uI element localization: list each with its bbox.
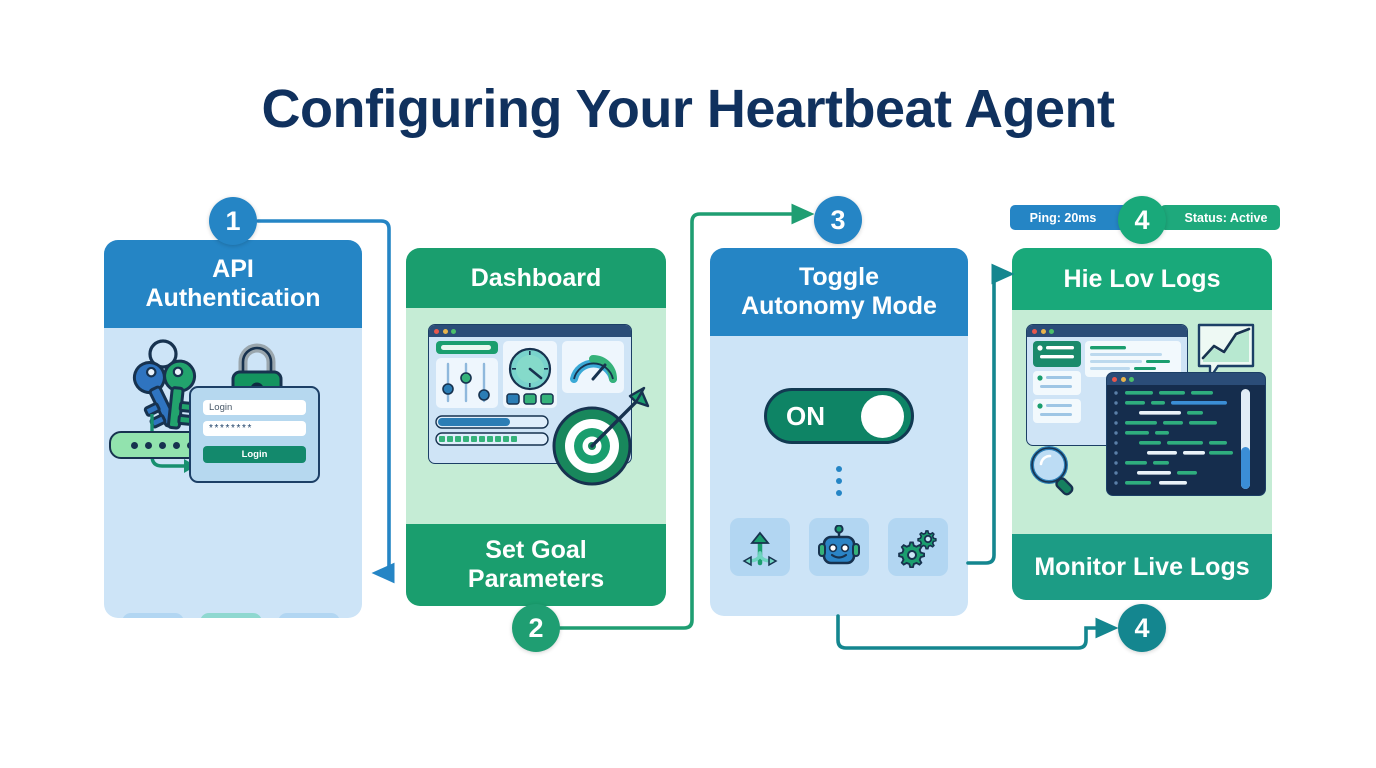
toggle-knob[interactable] xyxy=(861,394,904,438)
step-circle-2[interactable]: 2 xyxy=(512,604,560,652)
badge-ping: Ping: 20ms xyxy=(1010,205,1132,230)
step-circle-4-top[interactable]: 4 xyxy=(1118,196,1166,244)
code-terminal-window xyxy=(1106,372,1266,496)
code-lines xyxy=(1114,389,1250,489)
pw-dot xyxy=(172,441,180,449)
branching-arrow-icon xyxy=(742,531,778,567)
window-dot-red xyxy=(434,328,439,334)
card-toggle-autonomy-mode[interactable]: Toggle Autonomy Mode ON xyxy=(710,248,968,616)
tile-branching[interactable] xyxy=(730,518,790,576)
dot xyxy=(836,490,842,496)
card4-header: Hie Lov Logs xyxy=(1012,248,1272,310)
pw-dot xyxy=(144,441,152,449)
autonomy-toggle-switch[interactable]: ON xyxy=(764,388,914,444)
card1-illustration: Login ******** Login xyxy=(104,328,362,618)
window-dot-red xyxy=(1032,328,1037,334)
card3-header-line2: Autonomy Mode xyxy=(741,292,937,320)
card-dashboard[interactable]: Dashboard xyxy=(406,248,666,606)
card-monitor-live-logs[interactable]: Hie Lov Logs xyxy=(1012,248,1272,600)
page-title: Configuring Your Heartbeat Agent xyxy=(261,79,1115,139)
keys-icon xyxy=(132,339,197,430)
window-dot-green xyxy=(1049,328,1054,334)
card3-illustration: ON xyxy=(710,336,968,616)
robot-icon xyxy=(818,525,860,565)
badge-status: Status: Active xyxy=(1160,205,1280,230)
card2-illustration xyxy=(406,308,666,524)
pw-dot xyxy=(130,441,138,449)
window-titlebar xyxy=(1107,373,1265,385)
card4-footer: Monitor Live Logs xyxy=(1012,534,1272,600)
log-rows xyxy=(1033,341,1181,423)
step-circle-4-bottom[interactable]: 4 xyxy=(1118,604,1166,652)
card2-footer: Set Goal Parameters xyxy=(406,524,666,606)
window-dot-yellow xyxy=(442,328,448,334)
card3-header: Toggle Autonomy Mode xyxy=(710,248,968,336)
tile-key[interactable] xyxy=(122,613,184,618)
connector-3-to-4-lower xyxy=(836,614,1119,650)
window-titlebar xyxy=(429,325,631,337)
pw-dot xyxy=(158,441,166,449)
card4-body xyxy=(1012,310,1272,534)
dot xyxy=(836,466,842,472)
window-titlebar xyxy=(1027,325,1187,337)
login-submit-button[interactable]: Login xyxy=(203,446,306,463)
toggle-label: ON xyxy=(786,400,825,431)
login-panel[interactable]: Login ******** Login xyxy=(189,386,320,483)
card3-body: ON xyxy=(710,336,968,616)
dotted-connector xyxy=(836,460,842,502)
login-username-input[interactable]: Login xyxy=(203,400,306,415)
step-circle-1[interactable]: 1 xyxy=(209,197,257,245)
card4-illustration xyxy=(1012,310,1272,534)
card1-header-line1: API xyxy=(212,255,254,284)
tile-shield[interactable] xyxy=(200,613,262,618)
window-dot-yellow xyxy=(1120,376,1126,382)
magnifier-icon xyxy=(1030,446,1074,496)
card-api-authentication[interactable]: API Authentication xyxy=(104,240,362,618)
window-dot-red xyxy=(1112,376,1117,382)
card2-footer-line2: Parameters xyxy=(467,565,605,593)
window-dot-yellow xyxy=(1040,328,1046,334)
card2-footer-line1: Set Goal xyxy=(485,536,587,565)
chart-bubble-icon xyxy=(1197,323,1255,380)
window-dot-green xyxy=(1129,376,1134,382)
card1-header-line2: Authentication xyxy=(145,284,321,312)
connector-3-to-4-upper xyxy=(966,263,1015,565)
card2-body xyxy=(406,308,666,524)
tile-lock[interactable] xyxy=(278,613,340,618)
tile-gears[interactable] xyxy=(888,518,948,576)
dot xyxy=(836,478,842,484)
card1-header: API Authentication xyxy=(104,240,362,328)
gears-icon xyxy=(898,530,937,568)
card1-body: Login ******** Login xyxy=(104,328,362,618)
card2-header: Dashboard xyxy=(406,248,666,308)
tile-robot[interactable] xyxy=(809,518,869,576)
target-arrow-icon xyxy=(552,386,650,486)
login-password-input[interactable]: ******** xyxy=(203,421,306,436)
card3-header-line1: Toggle xyxy=(798,263,880,292)
window-dot-green xyxy=(451,328,456,334)
step-circle-3[interactable]: 3 xyxy=(814,196,862,244)
